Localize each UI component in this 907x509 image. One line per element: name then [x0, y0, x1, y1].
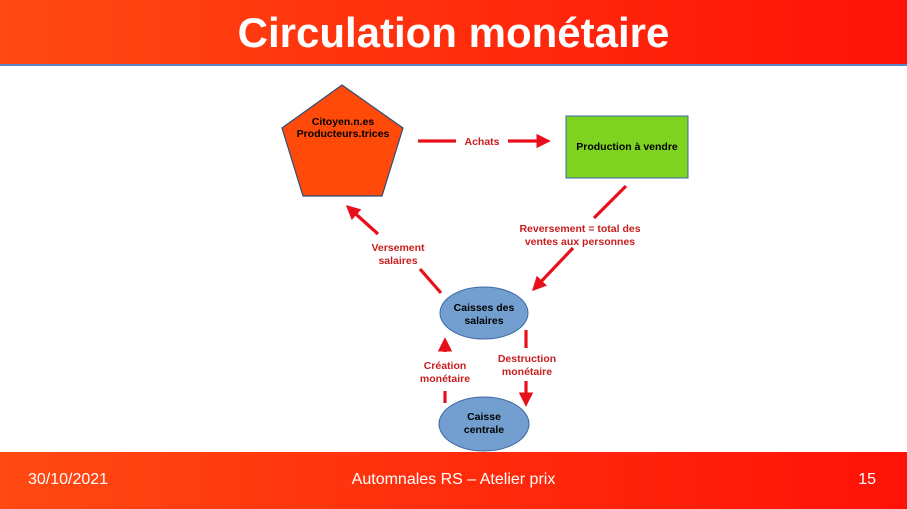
caisse-centrale-ellipse: [438, 396, 530, 452]
caisse-centrale-label-1: Caisse: [467, 411, 501, 423]
versement-label-1: Versement: [371, 242, 425, 254]
creation-label-1: Création: [423, 360, 467, 372]
production-label: Production à vendre: [576, 141, 678, 153]
reversement-arrow: [532, 246, 575, 292]
versement-arrow: [345, 205, 380, 236]
creation-label-2: monétaire: [419, 373, 471, 385]
footer-date: 30/10/2021: [28, 471, 109, 488]
page-number: 15: [858, 471, 876, 488]
reversement-label-2: ventes aux personnes: [524, 236, 636, 248]
citoyens-label-1: Citoyen.n.es: [311, 116, 375, 128]
versement-arrow-tail: [418, 267, 443, 295]
caisses-salaires-label-1: Caisses des: [453, 302, 515, 314]
footer-bar: [0, 452, 907, 509]
caisses-salaires-label-2: salaires: [464, 315, 504, 327]
production-box: [565, 115, 689, 179]
versement-label-2: salaires: [378, 255, 418, 267]
reversement-label-1: Reversement = total des: [519, 223, 641, 235]
reversement-arrow-tail: [592, 184, 628, 220]
title-divider: [0, 64, 907, 66]
footer-title: Automnales RS – Atelier prix: [351, 471, 556, 488]
caisse-centrale-label-2: centrale: [463, 424, 505, 436]
destruction-label-1: Destruction: [497, 353, 557, 365]
slide-title: Circulation monétaire: [237, 9, 670, 56]
caisses-salaires-ellipse: [439, 286, 529, 340]
citoyens-pentagon: [281, 84, 404, 197]
achats-label: Achats: [464, 136, 500, 148]
citoyens-label-2: Producteurs.trices: [296, 128, 390, 140]
title-bar: [0, 0, 907, 64]
destruction-label-2: monétaire: [501, 366, 553, 378]
